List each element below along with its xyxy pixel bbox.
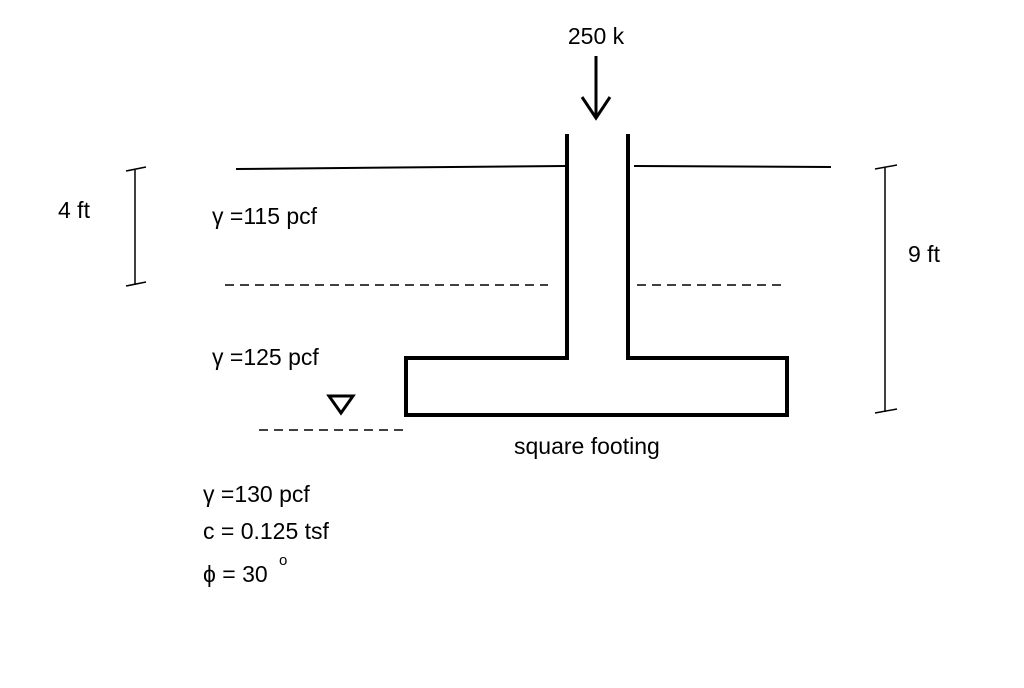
load-arrow-head — [580, 96, 612, 121]
ground-surface-right — [633, 165, 832, 168]
bottom-layer-friction-angle: ϕ = 30 — [203, 561, 268, 587]
bottom-layer-cohesion: c = 0.125 tsf — [203, 518, 330, 544]
footing-outline — [404, 134, 789, 417]
water-table-icon — [326, 394, 356, 416]
dimension-4ft-tick-top — [125, 166, 147, 172]
dimension-4ft-label: 4 ft — [58, 197, 91, 223]
top-layer-unit-weight: γ =115 pcf — [212, 203, 318, 229]
middle-layer-unit-weight: γ =125 pcf — [212, 344, 319, 370]
dimension-4ft — [125, 166, 147, 287]
dimension-9ft — [874, 164, 898, 414]
dimension-4ft-tick-bottom — [125, 281, 147, 287]
ground-surface-left — [235, 165, 566, 170]
bottom-layer-unit-weight: γ =130 pcf — [203, 481, 310, 507]
dimension-9ft-tick-bottom — [874, 408, 898, 414]
load-arrow — [580, 56, 612, 121]
friction-angle-degree-symbol: o — [279, 552, 287, 569]
dimension-9ft-tick-top — [874, 164, 898, 170]
footing-label: square footing — [514, 433, 660, 459]
dimension-9ft-label: 9 ft — [908, 241, 941, 267]
load-label: 250 k — [568, 23, 625, 49]
